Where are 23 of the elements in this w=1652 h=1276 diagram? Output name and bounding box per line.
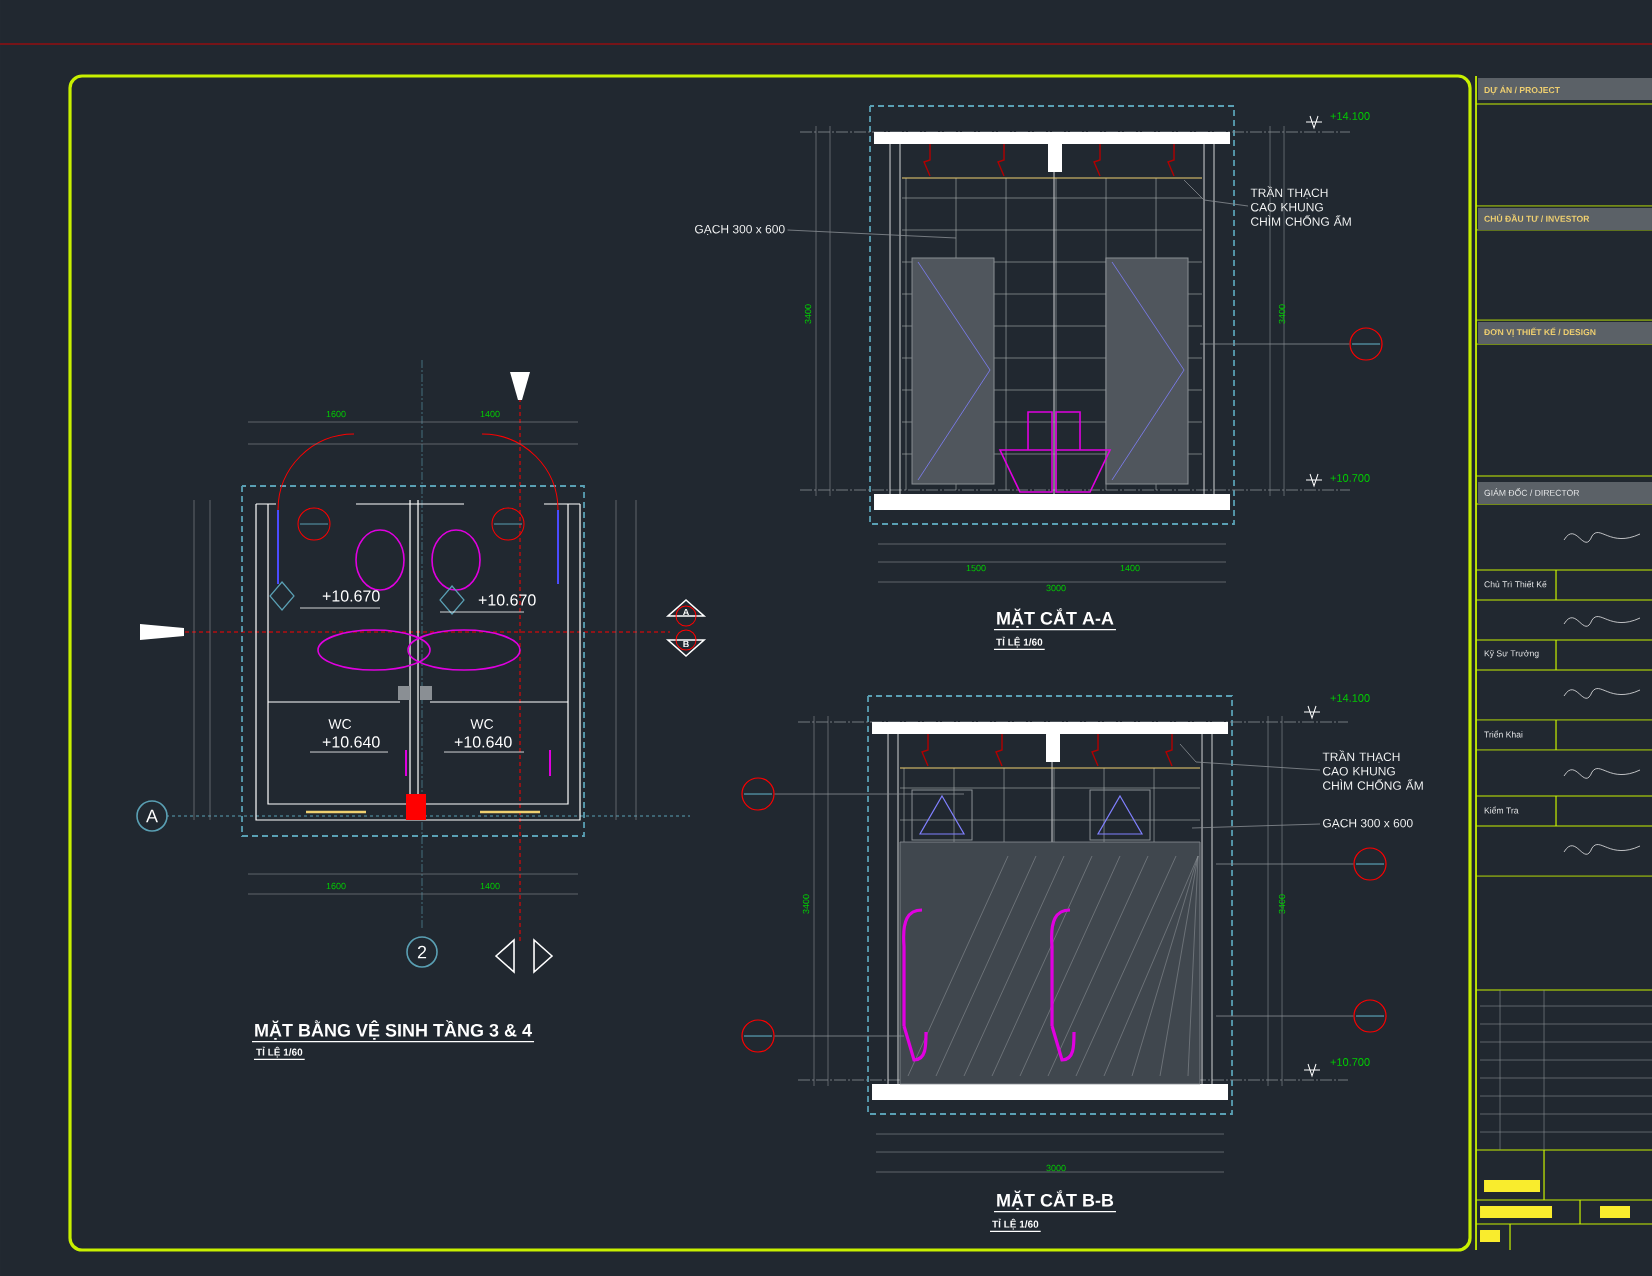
- level-text: +10.670: [478, 594, 536, 606]
- level-text: +10.670: [322, 590, 380, 602]
- drawing-title: MẶT CẮT B-B: [993, 1190, 1117, 1213]
- level-text: +10.640: [322, 736, 380, 748]
- detail-callout-symbol: [741, 1019, 775, 1053]
- leader-line: [1199, 343, 1350, 345]
- detail-callout-symbol: [1353, 999, 1387, 1033]
- leader-line: [787, 229, 957, 239]
- level-text: +10.640: [454, 736, 512, 748]
- detail-callout-symbol: [1353, 847, 1387, 881]
- detail-callout-symbol: [741, 777, 775, 811]
- detail-callout-symbol: [1349, 327, 1383, 361]
- leader-line: [1215, 1015, 1354, 1017]
- leader-line: [1183, 179, 1249, 207]
- leader-line: [774, 1035, 905, 1037]
- grid-axis-bubble: A: [136, 800, 168, 832]
- drawing-title: MẶT CẮT A-A: [993, 608, 1117, 631]
- grid-axis-bubble: 2: [406, 936, 438, 968]
- leader-line: [1179, 743, 1321, 771]
- leader-line: [1191, 823, 1321, 829]
- drawing-title: MẶT BẰNG VỆ SINH TẦNG 3 & 4: [251, 1020, 535, 1043]
- leader-line: [1215, 863, 1354, 865]
- leader-line: [774, 793, 965, 795]
